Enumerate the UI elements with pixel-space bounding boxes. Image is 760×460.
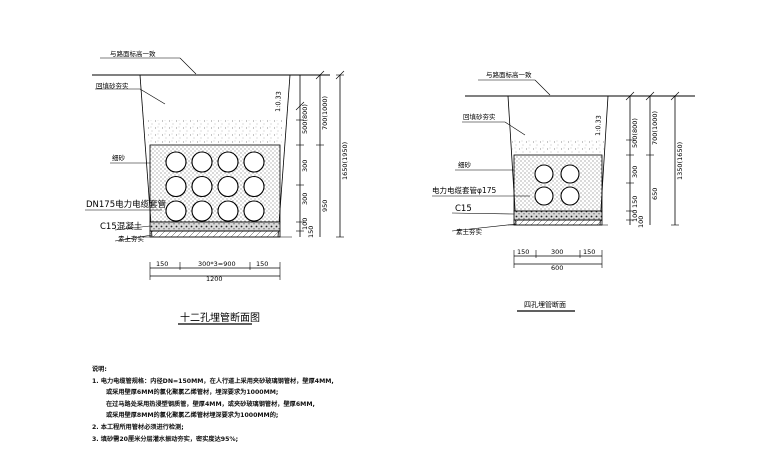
- right-section-title: 四孔埋管断面: [524, 300, 566, 309]
- left-backfill-label: 回填砂夯实: [96, 81, 129, 90]
- left-dim-950: 950: [321, 200, 329, 212]
- pipe-circle: [243, 175, 265, 198]
- right-dim-700: 700(1000): [651, 111, 659, 145]
- right-dim-650: 650: [651, 188, 659, 200]
- pipe-array-4: [534, 164, 580, 206]
- pipe-circle: [165, 151, 187, 173]
- pipe-circle: [191, 175, 213, 198]
- left-pipe-label: DN175电力电缆套管: [86, 199, 166, 210]
- right-pipe-label: 电力电缆套管φ175: [432, 185, 496, 195]
- four-hole-section: [432, 79, 695, 312]
- right-dim-100b: 100: [637, 216, 645, 228]
- left-dim-300a: 300: [301, 160, 309, 172]
- right-dim-h-150a: 150: [517, 248, 529, 256]
- right-dim-100a: 100: [631, 210, 639, 222]
- pipe-circle: [191, 200, 213, 222]
- left-plain-soil-label: 素土夯实: [118, 234, 145, 243]
- note-line: 3. 填砂需20厘米分层灌水振动夯实，密实度达95%;: [92, 435, 239, 443]
- left-fine-sand-label: 细砂: [112, 153, 126, 162]
- right-concrete-label: C15: [455, 204, 472, 214]
- pipe-circle: [534, 164, 554, 184]
- twelve-hole-section: [85, 57, 345, 325]
- note-line: 或采用壁厚8MM的氯化聚氯乙烯管材埋深要求为1000MM的;: [106, 412, 279, 420]
- left-dim-150: 150: [307, 226, 315, 238]
- right-fine-sand-label: 细砂: [458, 160, 472, 169]
- pipe-circle: [243, 200, 265, 222]
- left-dim-h-150a: 150: [156, 260, 168, 268]
- left-section-title: 十二孔埋管断面图: [180, 311, 260, 324]
- right-dim-h-150b: 150: [583, 248, 595, 256]
- pipe-circle: [560, 186, 580, 206]
- right-slope-label: 1:0.33: [594, 115, 603, 136]
- note-line: 在过马路处采用热浸塑钢质管，壁厚4MM，或夹砂玻璃钢管材，壁厚6MM,: [106, 400, 315, 408]
- pipe-circle: [217, 151, 239, 173]
- right-dim-h-300: 300: [551, 248, 563, 256]
- left-dim-500: 500(800): [301, 104, 309, 134]
- right-dim-1350: 1350(1650): [676, 142, 684, 180]
- pipe-circle: [165, 175, 187, 198]
- pipe-circle: [165, 200, 187, 222]
- right-road-surface-label: 与路面标高一致: [486, 70, 532, 79]
- left-dim-700: 700(1000): [321, 96, 329, 130]
- left-dim-h-1200: 1200: [206, 275, 223, 283]
- notes-heading: 说明:: [92, 366, 107, 373]
- pipe-circle: [191, 151, 213, 173]
- pipe-circle: [217, 175, 239, 198]
- right-plain-soil-label: 素土夯实: [456, 227, 483, 236]
- note-line: 2. 本工程所用管材必须进行检测;: [92, 423, 184, 431]
- pipe-circle: [243, 151, 265, 173]
- left-dim-1650: 1650(1950): [341, 142, 349, 180]
- right-dim-150: 150: [631, 196, 639, 208]
- left-road-surface-label: 与路面标高一致: [110, 49, 156, 58]
- pipe-circle: [534, 186, 554, 206]
- left-dim-h-900: 300*3=900: [198, 260, 236, 268]
- right-dim-300: 300: [631, 166, 639, 178]
- right-dim-500: 500(800): [631, 118, 639, 148]
- left-dim-300b: 300: [301, 193, 309, 205]
- right-backfill-label: 回填砂夯实: [463, 112, 496, 121]
- pipe-circle: [217, 200, 239, 222]
- right-dim-h-600: 600: [551, 264, 563, 272]
- pipe-circle: [560, 164, 580, 184]
- left-dim-100: 100: [301, 218, 309, 230]
- left-dim-h-150b: 150: [256, 260, 268, 268]
- left-slope-label: 1:0.33: [274, 91, 283, 112]
- pipe-array-12: [165, 151, 265, 222]
- left-concrete-label: C15混凝土: [100, 221, 143, 232]
- note-line: 或采用壁厚6MM的氯化聚氯乙烯管材，埋深要求为1000MM;: [106, 389, 279, 397]
- design-notes: 说明: 1. 电力电缆管规格：内径DN=150MM，在人行道上采用夹砂玻璃钢管材…: [92, 364, 334, 445]
- note-line: 1. 电力电缆管规格：内径DN=150MM，在人行道上采用夹砂玻璃钢管材，壁厚4…: [92, 377, 334, 385]
